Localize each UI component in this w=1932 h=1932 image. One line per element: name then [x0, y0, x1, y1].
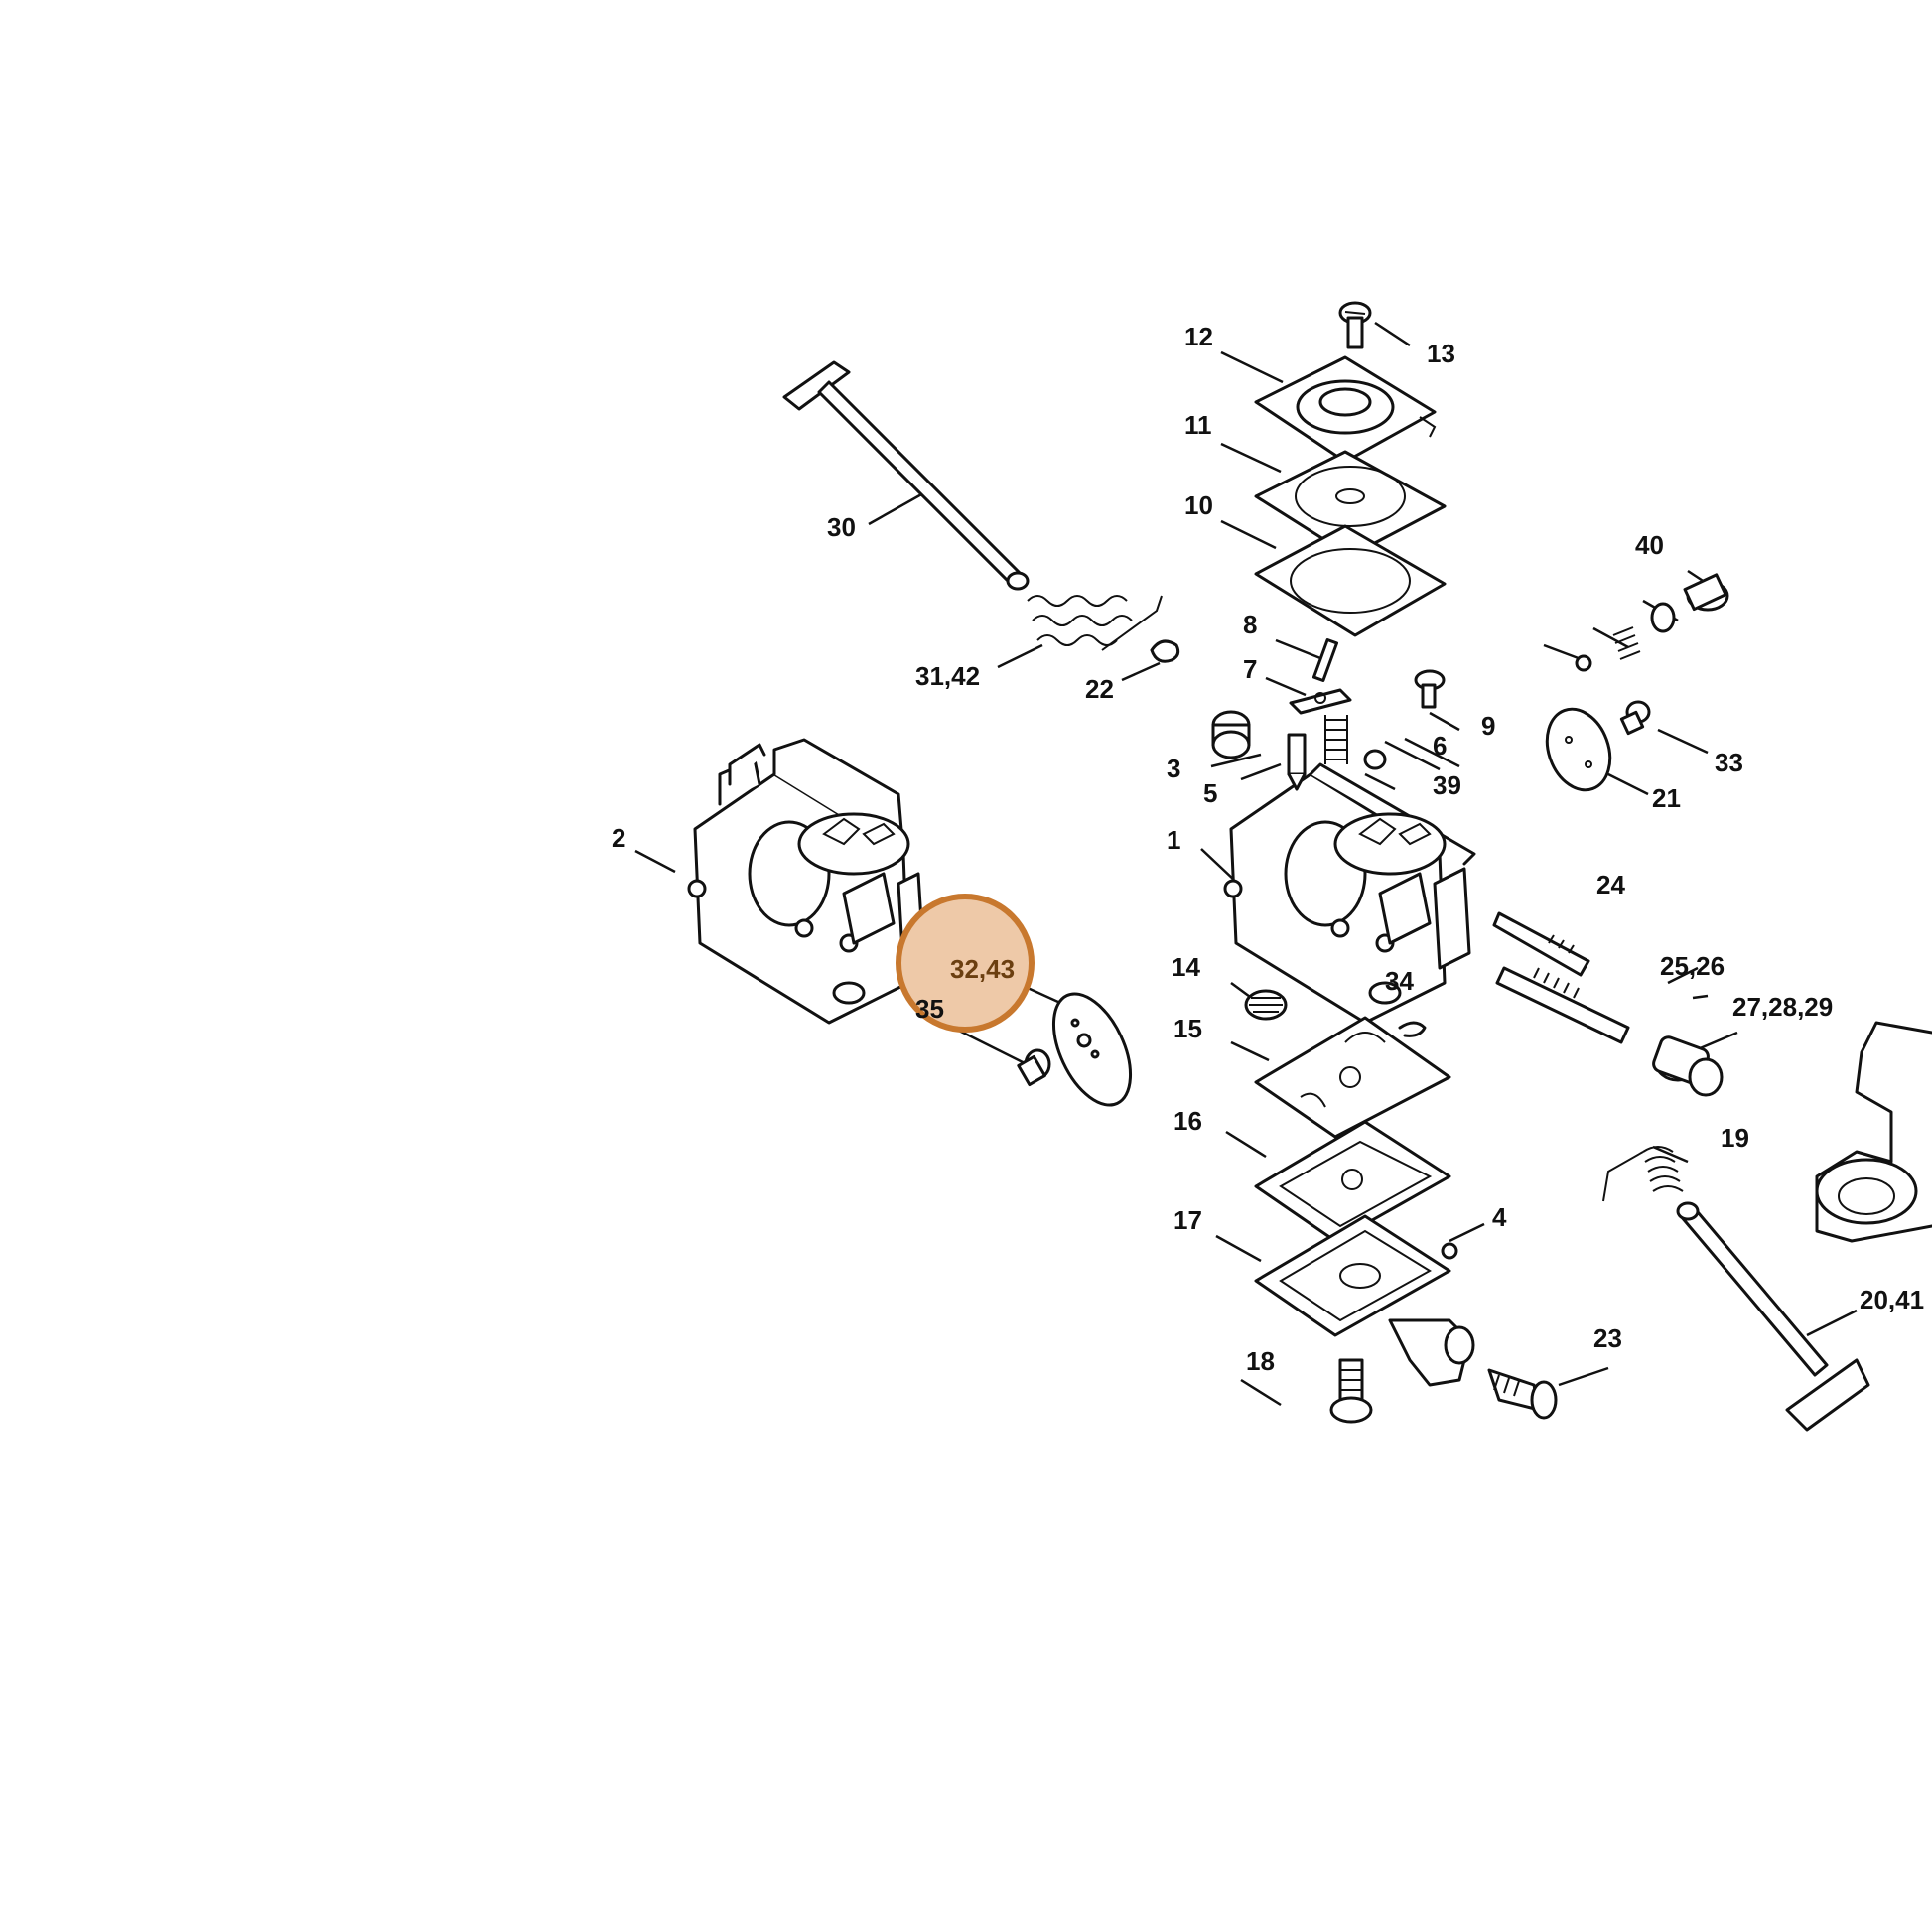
cap-part-27-28-29	[1652, 1035, 1724, 1097]
label-33[interactable]: 33	[1715, 748, 1743, 777]
label-30[interactable]: 30	[827, 512, 856, 542]
clip-part-34	[1398, 1021, 1427, 1037]
pump-diaphragm-part-11	[1254, 450, 1447, 558]
ring-part-37	[1650, 602, 1676, 633]
pin-part-8	[1311, 637, 1339, 683]
plate-part-21	[1545, 707, 1612, 792]
plug-part-40	[1363, 749, 1387, 770]
valve-disc	[1051, 992, 1133, 1107]
screw-part-23	[1487, 1368, 1558, 1420]
ball-part-39	[1575, 654, 1592, 672]
highlight-32-43[interactable]: 32,43	[896, 894, 1035, 1033]
label-6[interactable]: 6	[1433, 731, 1447, 760]
label-8[interactable]: 8	[1243, 610, 1257, 639]
screw-part-13	[1338, 301, 1372, 349]
diaphragm-part-16	[1254, 1120, 1451, 1243]
label-40[interactable]: 39	[1433, 770, 1461, 800]
spring-part-19	[1602, 1146, 1684, 1202]
label-11[interactable]: 11	[1184, 410, 1212, 440]
screen-part-14	[1244, 989, 1288, 1021]
choke-shaft-part-20-41	[1676, 1201, 1870, 1432]
cap-part-36	[1683, 573, 1729, 612]
label-19[interactable]: 19	[1721, 1123, 1749, 1153]
spring-part-31-42	[1027, 595, 1163, 651]
highlight-label: 32,43	[950, 954, 1015, 984]
label-34[interactable]: 34	[1385, 966, 1414, 996]
lever-part-7	[1289, 688, 1352, 715]
gasket-part-10	[1254, 524, 1447, 637]
label-1[interactable]: 1	[1167, 825, 1180, 855]
clip-part-22	[1150, 639, 1180, 663]
carburetor-body-part-1	[1223, 762, 1476, 1025]
label-22[interactable]: 22	[1085, 674, 1114, 704]
label-4[interactable]: 4	[1492, 1202, 1507, 1232]
label-3[interactable]: 3	[1167, 754, 1180, 783]
highlight-circle[interactable]	[896, 894, 1035, 1033]
label-14[interactable]: 14	[1172, 952, 1200, 982]
air-housing-partial	[1815, 1021, 1932, 1243]
label-36[interactable]: 40	[1635, 530, 1664, 560]
label-17[interactable]: 17	[1173, 1205, 1202, 1235]
label-7[interactable]: 7	[1243, 654, 1257, 684]
label-24[interactable]: 24	[1596, 870, 1625, 899]
needle-part-25-26	[1495, 966, 1630, 1044]
label-27-28-29[interactable]: 27,28,29	[1732, 992, 1833, 1022]
label-23[interactable]: 23	[1593, 1323, 1622, 1353]
label-15[interactable]: 15	[1173, 1014, 1202, 1043]
label-10[interactable]: 10	[1184, 490, 1213, 520]
leader-lines	[634, 321, 1858, 1407]
carburetor-body-part-2	[687, 738, 925, 1025]
label-2[interactable]: 2	[612, 823, 625, 853]
needle-part-5	[1287, 733, 1307, 791]
throttle-shaft-part-30	[782, 360, 1030, 591]
part-labels: 12 13 11 10 30 40 8 7 31,42 22 9 6 3 33 …	[612, 322, 1924, 1376]
screw-part-33	[1619, 700, 1651, 736]
label-25-26[interactable]: 25,26	[1660, 951, 1725, 981]
label-20-41[interactable]: 20,41	[1860, 1285, 1924, 1314]
label-13[interactable]: 13	[1427, 339, 1455, 368]
plug-part-3	[1211, 710, 1251, 759]
label-18[interactable]: 18	[1246, 1346, 1275, 1376]
label-9[interactable]: 9	[1481, 711, 1495, 741]
screw-part-35	[1017, 1048, 1051, 1087]
label-31-42[interactable]: 31,42	[915, 661, 980, 691]
spring-part-6	[1324, 715, 1348, 764]
needle-part-24	[1492, 911, 1590, 977]
spring-part-38	[1612, 626, 1641, 660]
label-12[interactable]: 12	[1184, 322, 1213, 351]
screw-part-18	[1329, 1358, 1373, 1424]
cover-part-17	[1254, 1214, 1475, 1387]
pump-cover-part-12	[1254, 355, 1437, 464]
label-35[interactable]: 35	[915, 994, 944, 1024]
screw-part-9	[1414, 669, 1446, 709]
label-16[interactable]: 16	[1173, 1106, 1202, 1136]
label-5[interactable]: 5	[1203, 778, 1217, 808]
gasket-part-15	[1254, 1016, 1451, 1139]
ball-part-4	[1441, 1242, 1458, 1260]
label-21[interactable]: 21	[1652, 783, 1681, 813]
